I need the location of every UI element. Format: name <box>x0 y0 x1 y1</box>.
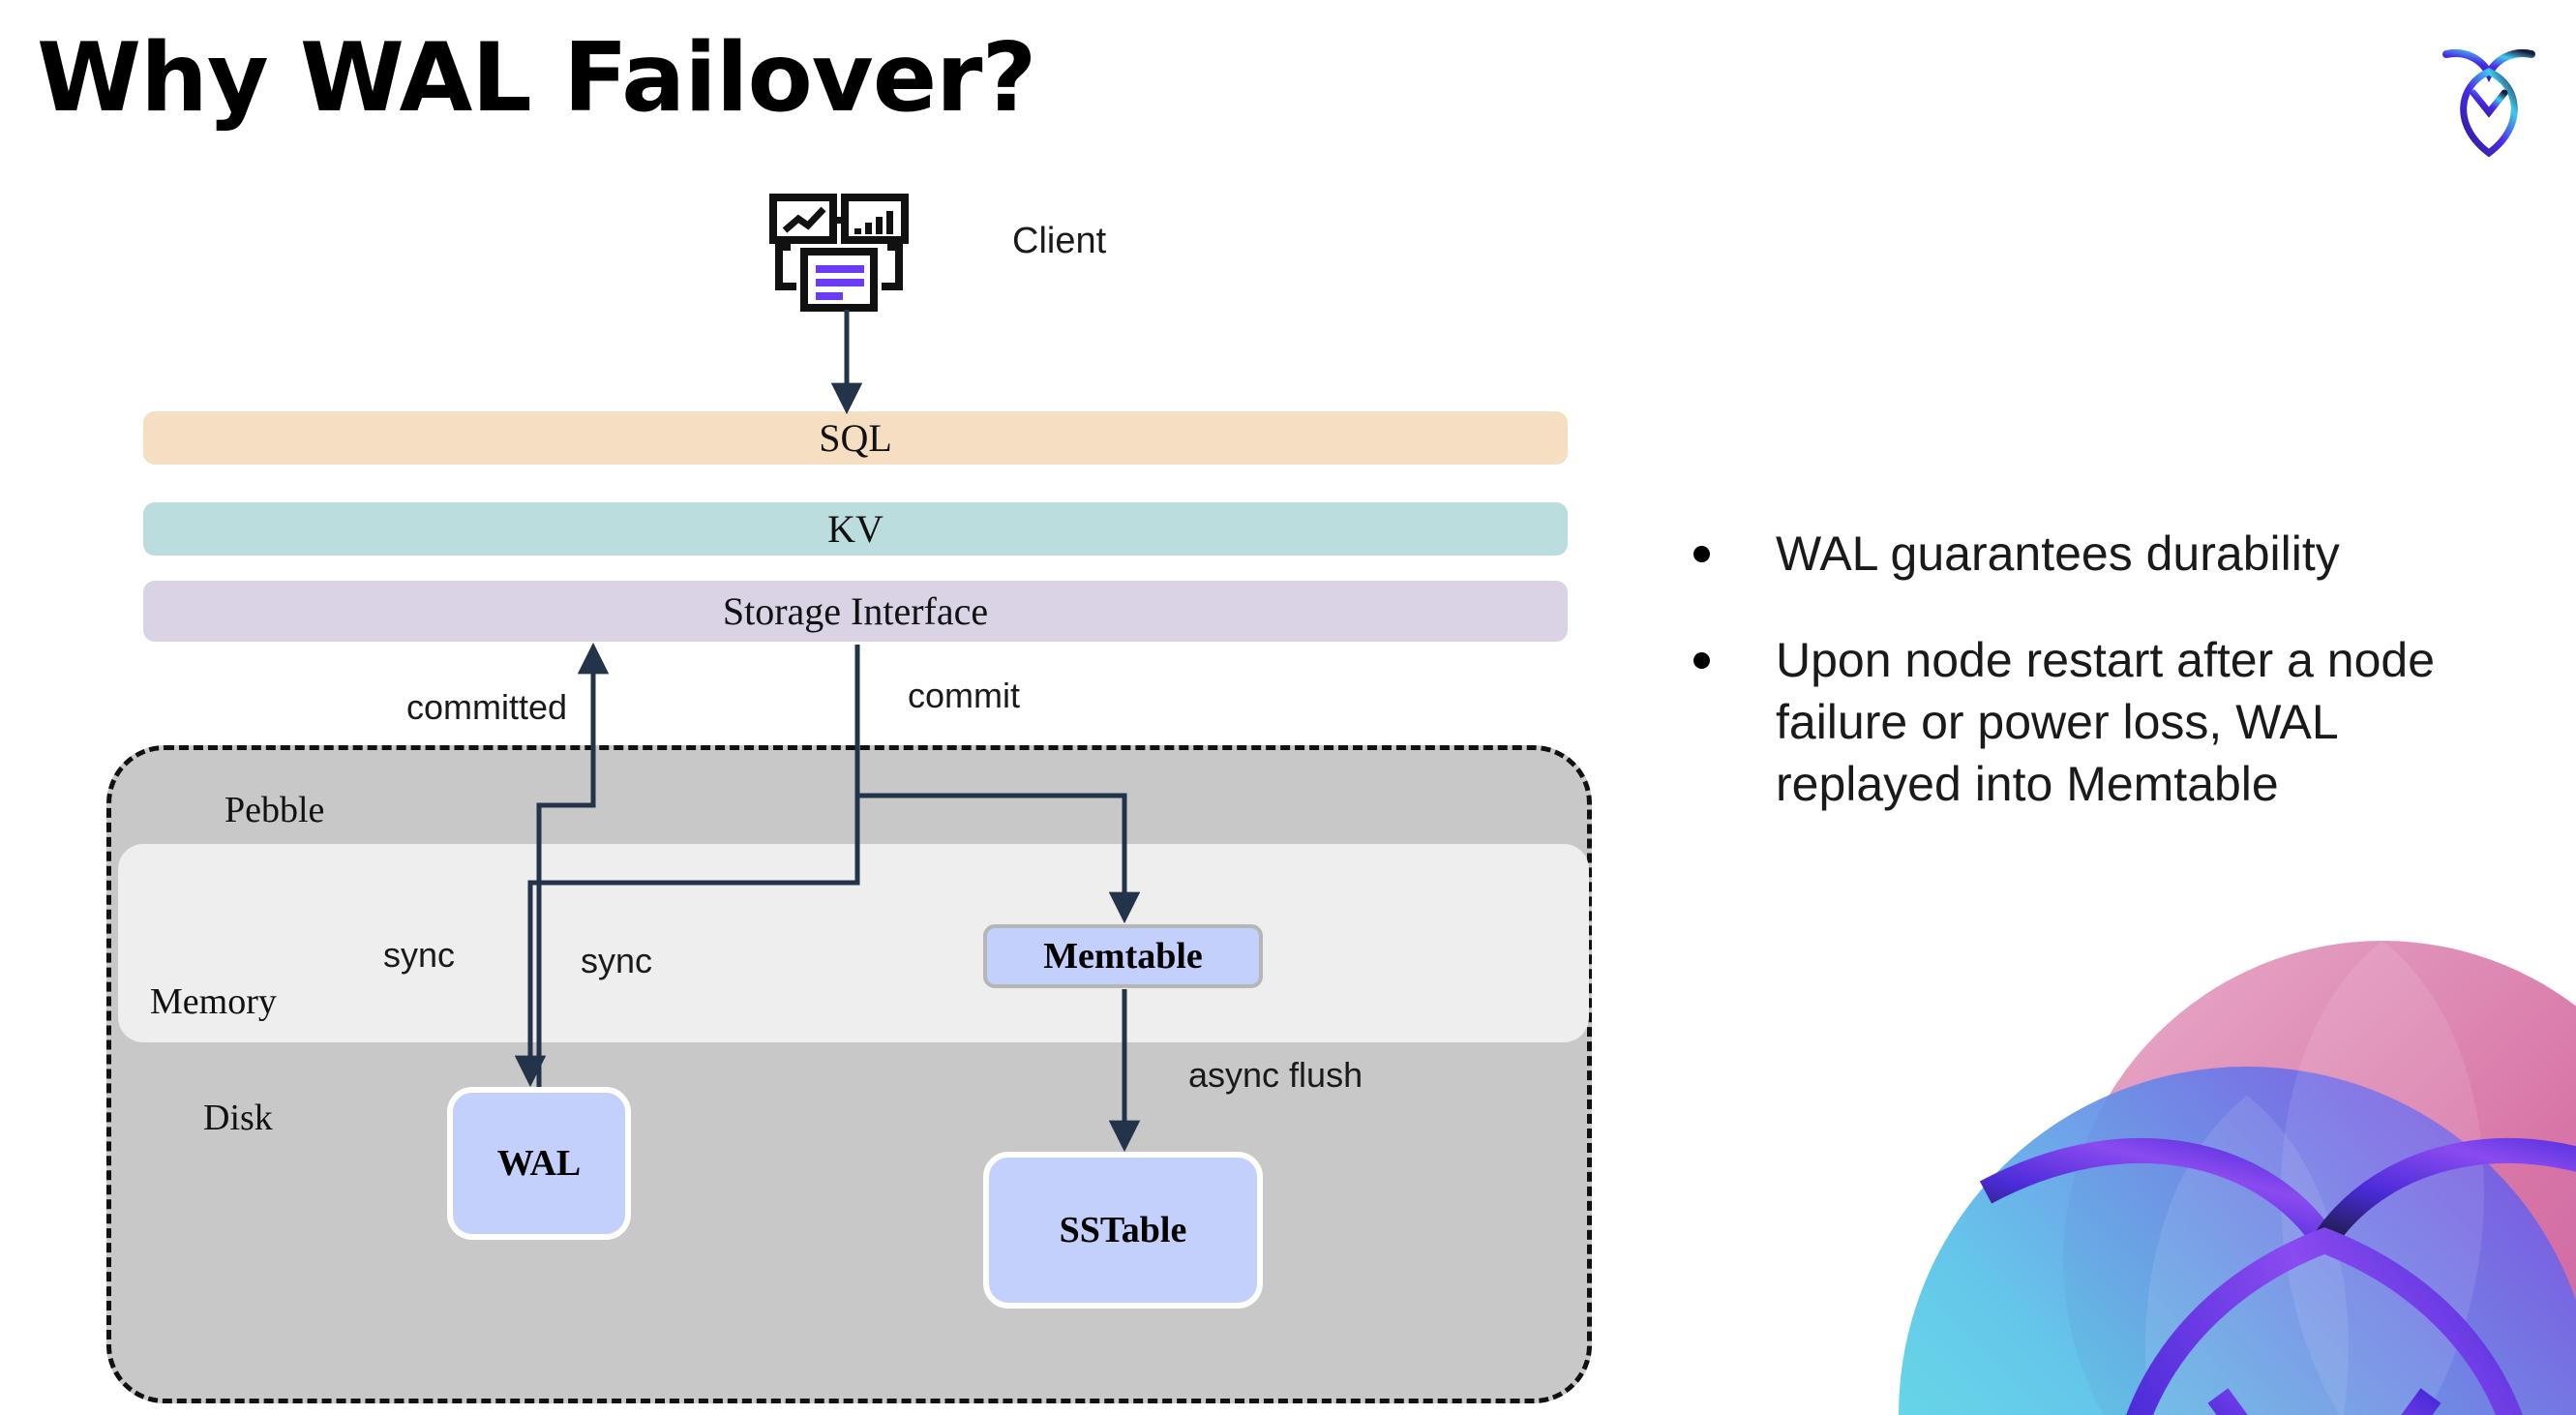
layer-bar-kv: KV <box>143 502 1568 556</box>
bullet-dot-icon <box>1693 546 1710 562</box>
pebble-label: Pebble <box>225 790 325 830</box>
cockroach-labs-watermark-icon <box>1841 873 2576 1415</box>
bullet-list: WAL guarantees durability Upon node rest… <box>1693 523 2535 859</box>
cockroach-labs-logo-icon <box>2431 37 2547 163</box>
client-label: Client <box>1012 221 1107 261</box>
client-dashboard-icon <box>769 194 924 315</box>
edge-label-sync-up: sync <box>383 935 456 975</box>
node-sstable: SSTable <box>983 1152 1263 1309</box>
bullet-dot-icon <box>1693 652 1710 669</box>
node-wal: WAL <box>447 1087 631 1240</box>
page-title: Why WAL Failover? <box>37 23 1036 134</box>
list-item: WAL guarantees durability <box>1693 523 2535 585</box>
bullet-text: Upon node restart after a node failure o… <box>1776 633 2436 811</box>
edge-label-commit: commit <box>908 676 1020 715</box>
edge-label-committed: committed <box>406 687 568 727</box>
bullet-text: WAL guarantees durability <box>1776 527 2340 581</box>
list-item: Upon node restart after a node failure o… <box>1693 629 2535 815</box>
disk-label: Disk <box>203 1098 273 1138</box>
architecture-diagram: Client SQL KV Storage Interface Pebble M… <box>106 194 1592 1403</box>
edge-label-sync-down: sync <box>581 941 653 980</box>
memory-region <box>118 844 1589 1042</box>
edge-label-async-flush: async flush <box>1188 1055 1363 1095</box>
layer-bar-storage-interface: Storage Interface <box>143 581 1568 642</box>
layer-bar-sql: SQL <box>143 411 1568 465</box>
memory-label: Memory <box>150 981 277 1022</box>
node-memtable: Memtable <box>983 924 1263 988</box>
diagram-connectors <box>514 310 1141 1153</box>
